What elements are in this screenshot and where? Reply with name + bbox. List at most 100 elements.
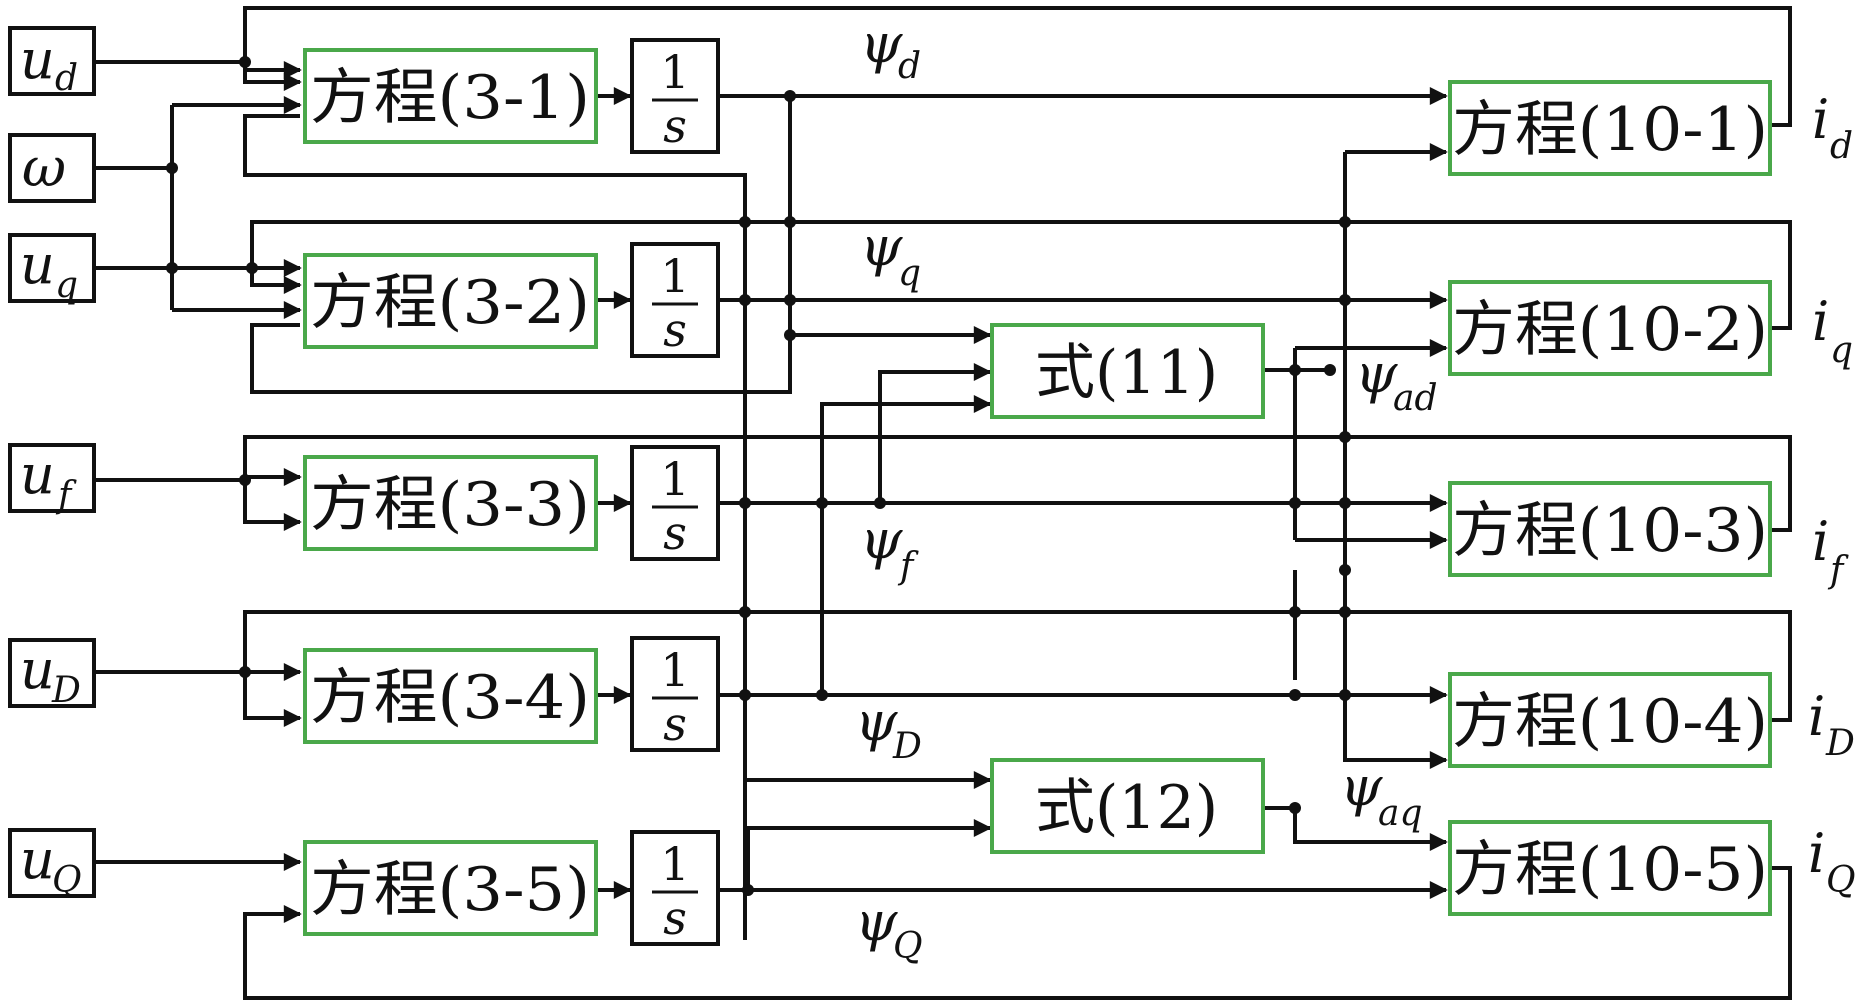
integrator-5: 1 s: [630, 830, 720, 946]
eq-3-3-label: 方程(3-3): [310, 470, 590, 540]
eq-3-4-block: 方程(3-4): [303, 648, 598, 744]
expr-11-label: 式(11): [1035, 338, 1218, 408]
eq-10-2-block: 方程(10-2): [1448, 280, 1772, 376]
svg-text:f: f: [897, 546, 919, 587]
svg-text:i: i: [1808, 685, 1825, 748]
wires: [94, 6, 1792, 1000]
flux-psi-Q: ψ Q: [855, 890, 923, 967]
svg-text:ad: ad: [1393, 378, 1438, 419]
svg-text:i: i: [1812, 290, 1829, 353]
svg-text:ψ: ψ: [855, 890, 898, 953]
flux-psi-q: ψ q: [860, 215, 921, 294]
input-omega-main: ω: [22, 136, 66, 199]
svg-text:ψ: ψ: [1340, 755, 1383, 818]
svg-text:d: d: [1830, 126, 1853, 167]
wire-iQ-feedback: [243, 866, 1792, 1000]
input-uQ-main: u: [20, 828, 55, 891]
input-uq-block: u q: [8, 233, 96, 306]
input-uQ-sub: Q: [52, 860, 82, 901]
eq-10-5-block: 方程(10-5): [1448, 820, 1772, 916]
eq-3-1-label: 方程(3-1): [310, 63, 590, 133]
eq-10-4-block: 方程(10-4): [1448, 672, 1772, 768]
integrator-2-num: 1: [660, 249, 689, 303]
eq-3-1-block: 方程(3-1): [303, 48, 598, 144]
eq-3-2-block: 方程(3-2): [303, 253, 598, 349]
junction-dots: [166, 56, 1351, 896]
wire-psiaq: [1263, 806, 1448, 851]
eq-10-2-label: 方程(10-2): [1452, 295, 1768, 365]
output-iQ: i Q: [1808, 822, 1856, 901]
integrator-1: 1 s: [630, 38, 720, 154]
input-uf-block: u f: [8, 443, 96, 516]
eq-3-3-block: 方程(3-3): [303, 455, 598, 551]
integrator-4: 1 s: [630, 636, 720, 752]
input-uD-sub: D: [51, 670, 81, 711]
wire-iD-feedback: [243, 610, 1792, 727]
flux-psi-D: ψ D: [855, 690, 922, 767]
eq-10-3-block: 方程(10-3): [1448, 481, 1772, 577]
integrator-4-num: 1: [660, 643, 689, 697]
input-uq-main: u: [20, 233, 55, 296]
svg-text:q: q: [1830, 330, 1853, 371]
input-uQ-block: u Q: [8, 828, 96, 901]
svg-text:i: i: [1812, 88, 1829, 151]
eq-10-1-label: 方程(10-1): [1452, 95, 1768, 165]
wire-fb-31-bottom: [243, 114, 747, 940]
input-ud-main: u: [20, 28, 55, 91]
svg-text:Q: Q: [893, 926, 923, 967]
svg-text:ψ: ψ: [860, 508, 903, 571]
output-id: i d: [1812, 88, 1853, 167]
wire-iq-feedback: [250, 220, 1792, 330]
wire-ud: [94, 60, 302, 79]
integrator-5-den: s: [663, 891, 687, 945]
wire-psiQ-to-12: [746, 819, 992, 890]
svg-text:D: D: [892, 726, 922, 767]
svg-text:Q: Q: [1826, 860, 1856, 901]
input-uD-main: u: [20, 638, 55, 701]
wire-psif-to-11: [878, 363, 992, 505]
integrator-1-num: 1: [660, 45, 689, 99]
eq-3-5-label: 方程(3-5): [310, 855, 590, 925]
svg-text:ψ: ψ: [855, 690, 898, 753]
input-uD-block: u D: [8, 638, 96, 711]
expr-12-label: 式(12): [1035, 773, 1218, 843]
eq-3-4-label: 方程(3-4): [310, 663, 590, 733]
svg-text:ψ: ψ: [1355, 342, 1398, 405]
svg-text:D: D: [1825, 723, 1855, 764]
expr-11-block: 式(11): [990, 323, 1265, 419]
wire-bus-right-v: [1343, 152, 1448, 769]
svg-text:ψ: ψ: [860, 215, 903, 278]
eq-3-2-label: 方程(3-2): [310, 268, 590, 338]
svg-text:ψ: ψ: [860, 12, 903, 75]
flux-psi-d: ψ d: [860, 12, 921, 87]
svg-text:i: i: [1808, 822, 1825, 885]
eq-10-5-label: 方程(10-5): [1452, 835, 1768, 905]
wire-if-feedback: [243, 435, 1792, 532]
svg-text:f: f: [1827, 550, 1849, 591]
input-uf-main: u: [20, 443, 55, 506]
eq-10-1-block: 方程(10-1): [1448, 80, 1772, 176]
svg-text:aq: aq: [1378, 793, 1423, 834]
svg-text:d: d: [898, 46, 921, 87]
input-ud-block: u d: [8, 26, 96, 99]
expr-12-block: 式(12): [990, 758, 1265, 854]
output-iq: i q: [1812, 290, 1853, 371]
integrator-2-den: s: [663, 303, 687, 357]
svg-text:i: i: [1812, 510, 1829, 573]
integrator-3: 1 s: [630, 445, 720, 561]
input-uq-sub: q: [55, 265, 78, 306]
integrator-2: 1 s: [630, 242, 720, 358]
input-ud-sub: d: [55, 58, 78, 99]
wire-uf: [94, 468, 302, 486]
integrator-3-num: 1: [660, 452, 689, 506]
eq-3-5-block: 方程(3-5): [303, 840, 598, 936]
flux-psi-aq: ψ aq: [1340, 755, 1423, 834]
flux-psi-ad: ψ ad: [1355, 342, 1438, 419]
integrator-1-den: s: [663, 99, 687, 153]
output-iD: i D: [1808, 685, 1855, 764]
wire-id-feedback-top: [243, 6, 1792, 127]
integrator-4-den: s: [663, 697, 687, 751]
svg-text:q: q: [898, 253, 921, 294]
eq-10-3-label: 方程(10-3): [1452, 496, 1768, 566]
